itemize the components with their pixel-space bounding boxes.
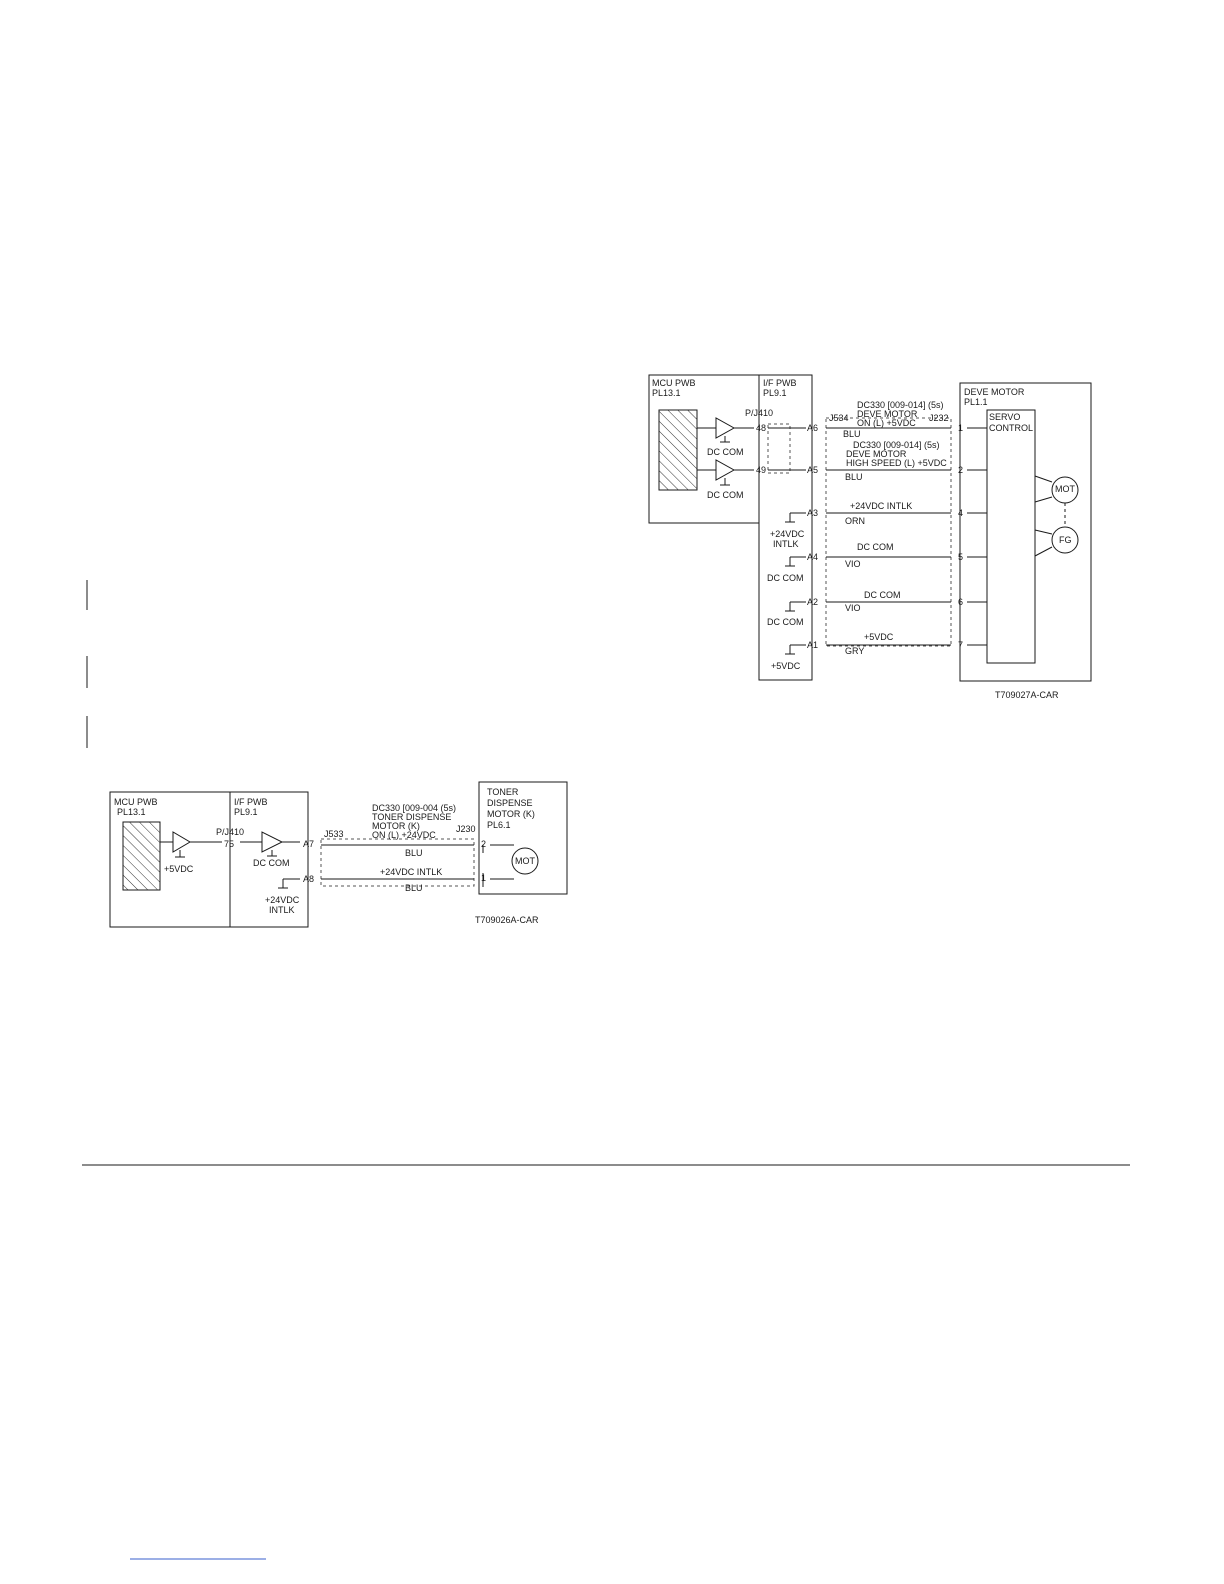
d2-pin-49: 49 [756, 465, 766, 475]
d2-p2: 2 [958, 465, 963, 475]
d2-amp-49 [715, 459, 736, 481]
d2-p5: 5 [958, 552, 963, 562]
d2-motor-title: DEVE MOTOR [964, 387, 1025, 397]
d1-pin-a8: A8 [303, 874, 314, 884]
d2-pin-a2: A2 [807, 597, 818, 607]
d2-pin-a5: A5 [807, 465, 818, 475]
d2-src-a2: DC COM [767, 617, 804, 627]
d2-w-a2: VIO [845, 603, 861, 613]
d1-mot-label: MOT [515, 856, 535, 866]
d2-pin-a1: A1 [807, 640, 818, 650]
toner-mot-symbol [511, 847, 539, 875]
d1-pin-75: 75 [224, 839, 234, 849]
d1-if-title: I/F PWB [234, 797, 268, 807]
deve-motor-box [959, 382, 1092, 682]
d2-s6: +5VDC [864, 632, 894, 642]
d2-hatched-block [658, 409, 698, 491]
d2-amp-48 [715, 417, 736, 439]
d2-mcu-title: MCU PWB [652, 378, 696, 388]
d2-s1-2: DEVE MOTOR [857, 409, 918, 419]
d1-wire2-color: BLU [405, 883, 423, 893]
d2-pj: P/J410 [745, 408, 773, 418]
d2-s5: DC COM [864, 590, 901, 600]
d2-j232: J232 [929, 413, 949, 423]
d1-pj: P/J410 [216, 827, 244, 837]
mcu-pwb-box [109, 791, 309, 928]
d2-fig-id: T709027A-CAR [995, 690, 1059, 700]
d1-sig-3: MOTOR (K) [372, 821, 420, 831]
d2-gnd-2: DC COM [707, 490, 744, 500]
d2-p6: 6 [958, 597, 963, 607]
d2-mcu-pl: PL13.1 [652, 388, 681, 398]
d1-motor-pl: PL6.1 [487, 820, 511, 830]
d2-s3: +24VDC INTLK [850, 501, 912, 511]
d2-pin-a6: A6 [807, 423, 818, 433]
d2-if-pwb-box [758, 374, 813, 681]
d1-wire2-sig: +24VDC INTLK [380, 867, 442, 877]
servo-control-box [986, 409, 1036, 664]
d1-motor-title-2: DISPENSE [487, 798, 533, 808]
d2-w-a6: BLU [843, 429, 861, 439]
d2-p7: 7 [958, 640, 963, 650]
d1-mcu-title: MCU PWB [114, 797, 158, 807]
d1-a8-label-2: INTLK [269, 905, 295, 915]
d2-motor-pl: PL1.1 [964, 397, 988, 407]
d2-s2-1: DC330 [009-014] (5s) [853, 440, 940, 450]
d1-motor-title-1: TONER [487, 787, 519, 797]
d2-mot-label: MOT [1055, 484, 1075, 494]
d2-s2-3: HIGH SPEED (L) +5VDC [846, 458, 947, 468]
d2-s2-2: DEVE MOTOR [846, 449, 907, 459]
d2-servo-1: SERVO [989, 412, 1020, 422]
d2-s1-3: ON (L) +5VDC [857, 418, 916, 428]
d2-s4: DC COM [857, 542, 894, 552]
d2-src-a3-1: +24VDC [770, 529, 805, 539]
connector-j534-j232 [825, 417, 952, 647]
d1-pin-1: 1 [481, 873, 486, 883]
d1-fig-id: T709026A-CAR [475, 915, 539, 925]
d1-buf-supply: +5VDC [164, 864, 194, 874]
d1-if-pl: PL9.1 [234, 807, 258, 817]
connector-j533-j230 [320, 838, 475, 887]
d1-sig-2: TONER DISPENSE [372, 812, 451, 822]
d1-pin-2: 2 [481, 839, 486, 849]
d2-fg-label: FG [1059, 535, 1072, 545]
toner-motor-box [478, 781, 568, 895]
d2-pin-a4: A4 [807, 552, 818, 562]
deve-motor-diagram [648, 374, 1092, 682]
d1-sig-1: DC330 [009-004 (5s) [372, 803, 456, 813]
d1-if-gnd: DC COM [253, 858, 290, 868]
d2-if-pl: PL9.1 [763, 388, 787, 398]
d2-p4: 4 [958, 508, 963, 518]
d1-wire1-color: BLU [405, 848, 423, 858]
d2-s1-1: DC330 [009-014] (5s) [857, 400, 944, 410]
d2-j534: J534 [829, 413, 849, 423]
d2-w-a5: BLU [845, 472, 863, 482]
amplifier-symbol [261, 831, 284, 853]
mcu-hatched-block [122, 821, 161, 891]
d2-pin-48: 48 [756, 423, 766, 433]
d1-a8-label-1: +24VDC [265, 895, 300, 905]
toner-dispense-motor-diagram [109, 781, 568, 928]
d2-w-a1: GRY [845, 646, 864, 656]
d2-if-title: I/F PWB [763, 378, 797, 388]
d1-pin-a7: A7 [303, 839, 314, 849]
d2-src-a1: +5VDC [771, 661, 801, 671]
d2-src-a4: DC COM [767, 573, 804, 583]
deve-fg-symbol [1051, 526, 1079, 554]
d1-j230: J230 [456, 824, 476, 834]
d1-sig-4: ON (L) +24VDC [372, 830, 436, 840]
d2-w-a4: VIO [845, 559, 861, 569]
d2-pin-a3: A3 [807, 508, 818, 518]
d2-w-a3: ORN [845, 516, 865, 526]
buffer-symbol [172, 831, 191, 853]
d1-j533: J533 [324, 829, 344, 839]
d1-mcu-pl: PL13.1 [117, 807, 146, 817]
d1-motor-title-3: MOTOR (K) [487, 809, 535, 819]
d2-src-a3-2: INTLK [773, 539, 799, 549]
d2-servo-2: CONTROL [989, 423, 1033, 433]
d2-p1: 1 [958, 423, 963, 433]
d2-gnd-1: DC COM [707, 447, 744, 457]
